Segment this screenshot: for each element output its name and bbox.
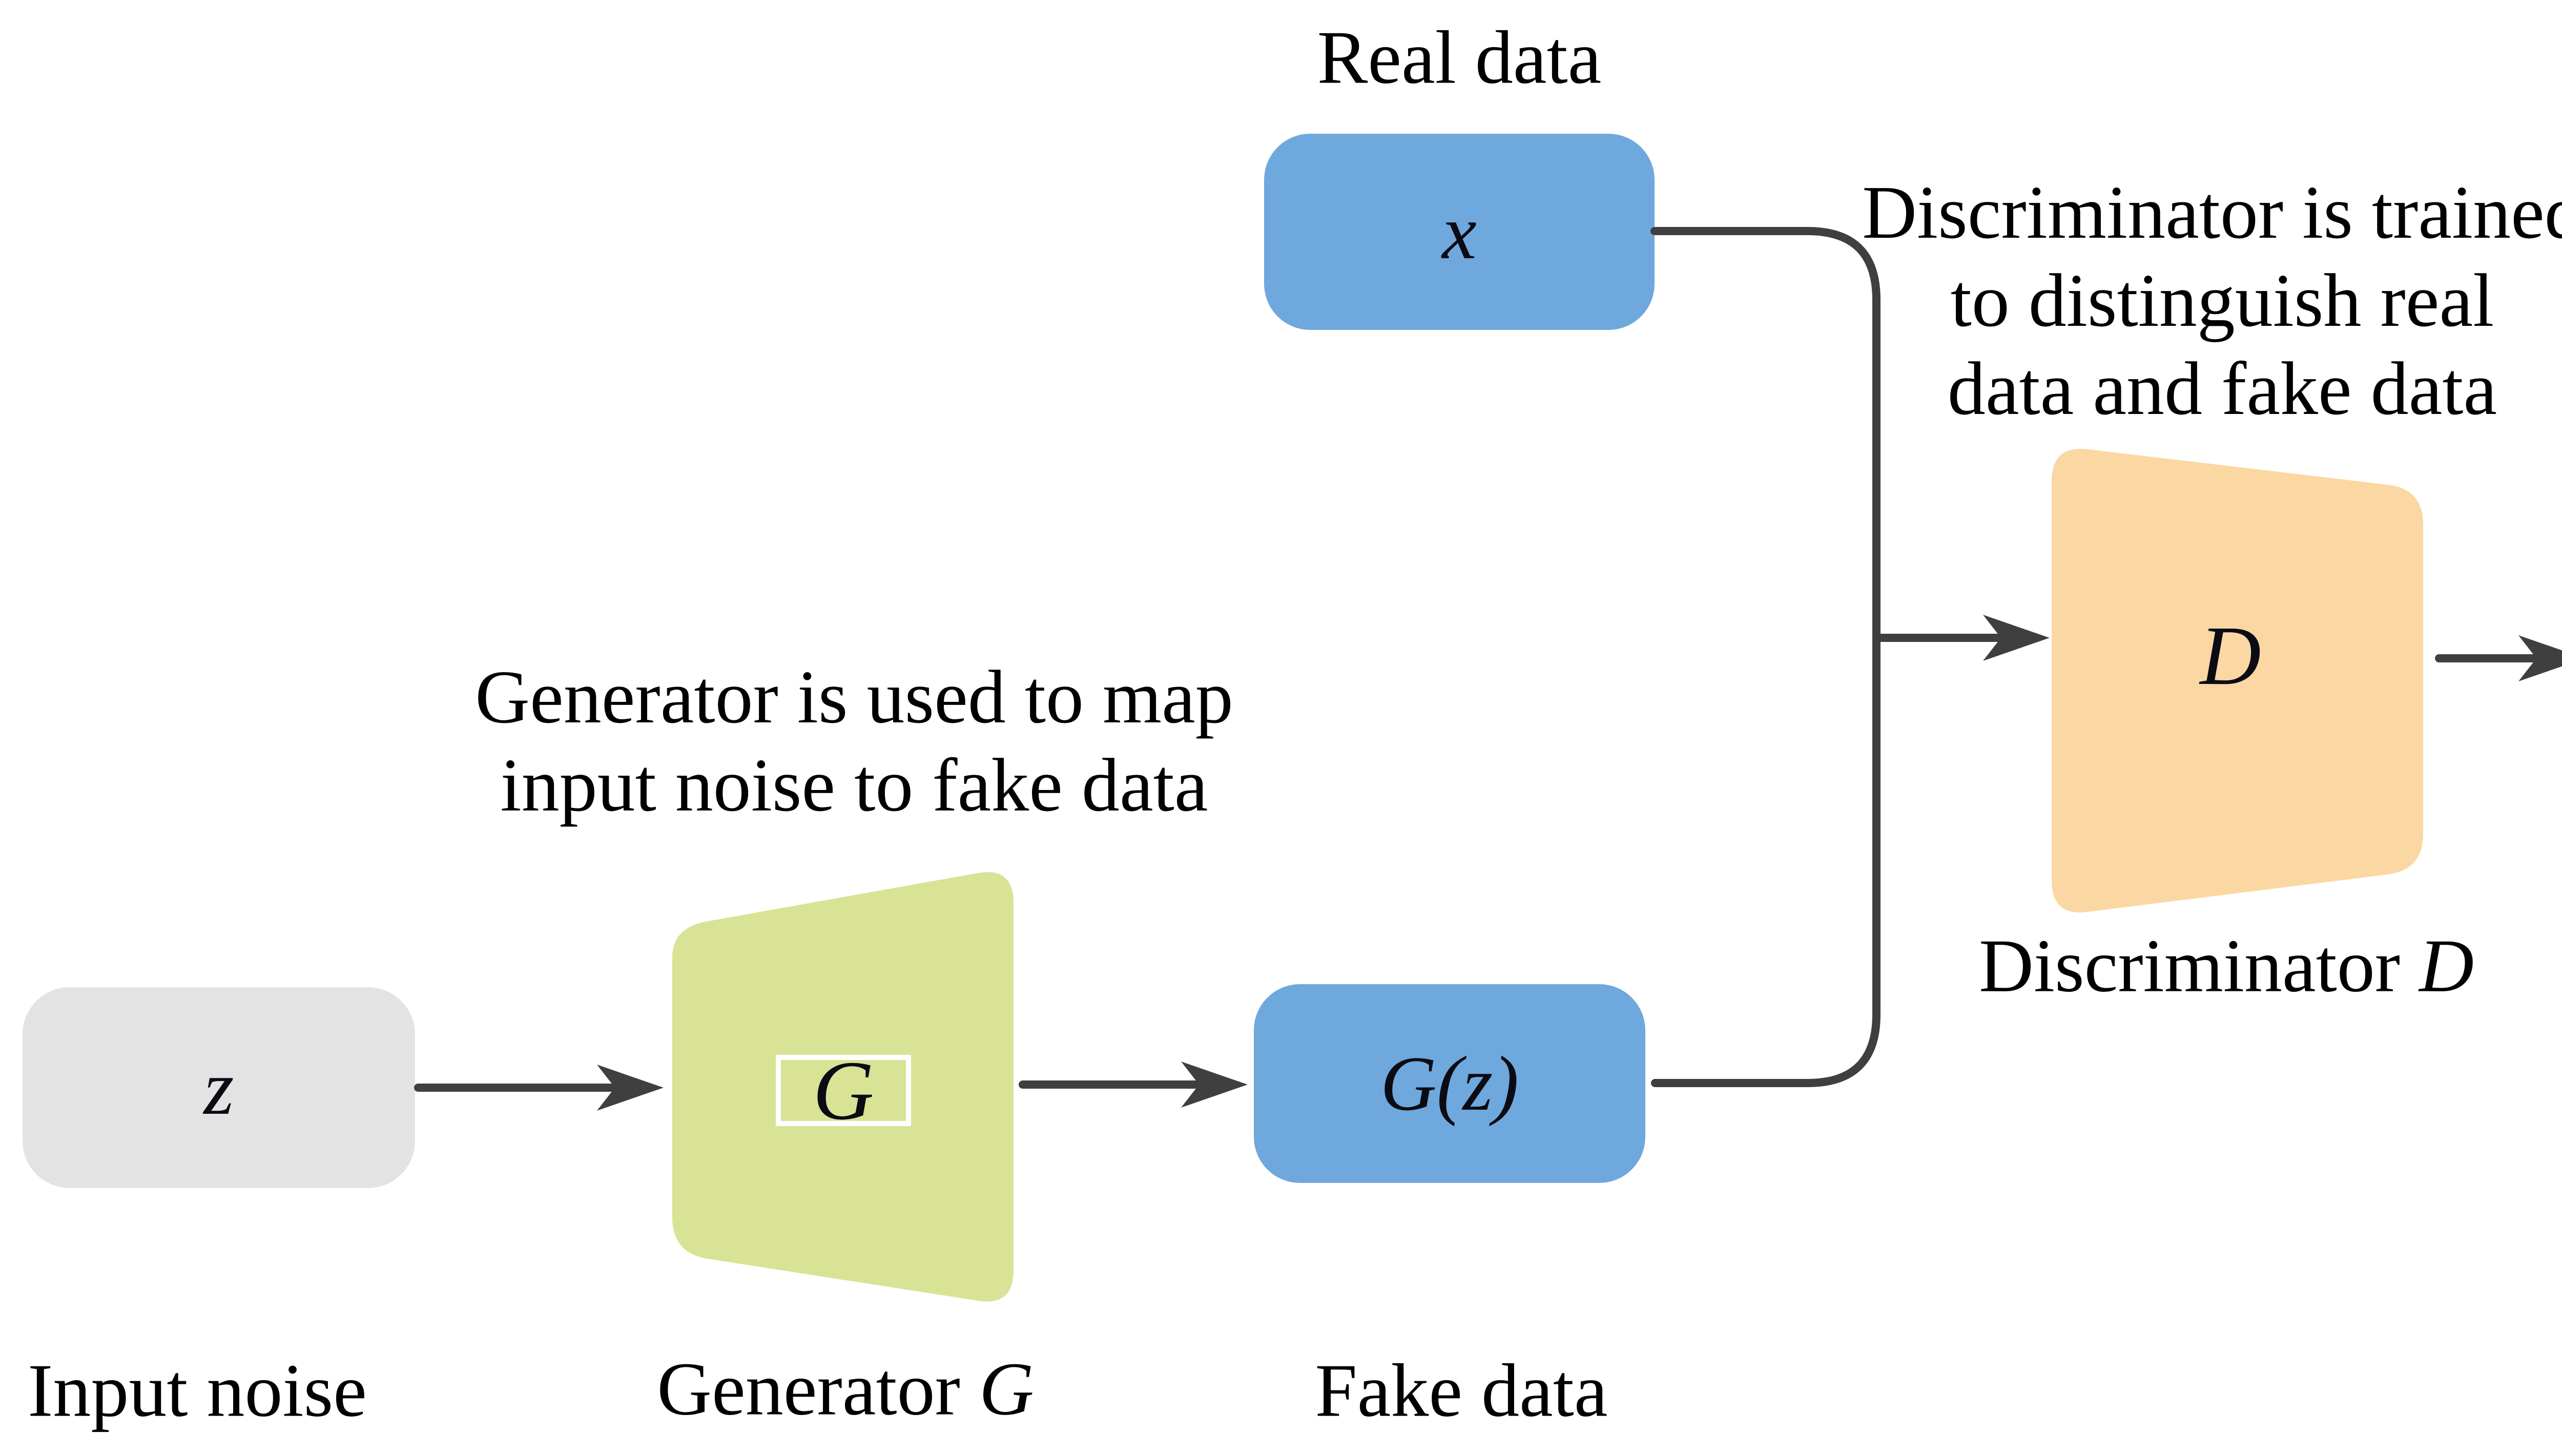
discriminator-note-line: data and fake data	[1947, 347, 2497, 431]
discriminator-trapezoid	[2052, 449, 2423, 913]
generator-note: Generator is used to map input noise to …	[475, 653, 1233, 829]
arrow-discriminator-to-output	[2435, 635, 2562, 681]
generator-caption-symbol: G	[979, 1347, 1034, 1431]
fake-data-label: Fake data	[1315, 1348, 1608, 1433]
arrow-merge-to-discriminator	[1872, 615, 2050, 661]
generator-caption-text: Generator	[657, 1347, 979, 1431]
discriminator-caption: Discriminator D	[1979, 924, 2474, 1008]
merge-connector-line	[1650, 227, 1881, 1087]
noise-symbol-box: z	[23, 987, 415, 1188]
real-data-label: Real data	[1317, 15, 1602, 100]
discriminator-caption-text: Discriminator	[1979, 924, 2420, 1008]
real-data-box	[1264, 134, 1655, 330]
generator-symbol-frame: G	[776, 1044, 911, 1137]
generator-caption: Generator G	[657, 1347, 1034, 1431]
discriminator-note-line: Discriminator is trained	[1862, 171, 2562, 255]
noise-symbol: z	[203, 1045, 234, 1131]
real-symbol-box: x	[1264, 134, 1655, 330]
generator-note-line: Generator is used to map	[475, 655, 1233, 739]
generator-trapezoid	[672, 872, 1014, 1302]
fake-data-box	[1254, 984, 1645, 1183]
fake-symbol: G(z)	[1380, 1041, 1519, 1127]
real-symbol: x	[1442, 189, 1477, 275]
generator-note-line: input noise to fake data	[500, 743, 1208, 827]
noise-box	[23, 987, 415, 1188]
fake-symbol-box: G(z)	[1254, 984, 1645, 1183]
arrow-generator-to-fake	[1019, 1062, 1248, 1108]
discriminator-note: Discriminator is trained to distinguish …	[1862, 169, 2562, 433]
input-noise-label: Input noise	[28, 1348, 367, 1433]
arrow-noise-to-generator	[414, 1065, 664, 1111]
discriminator-caption-symbol: D	[2419, 924, 2474, 1008]
discriminator-note-line: to distinguish real	[1950, 259, 2494, 343]
generator-symbol: G	[813, 1043, 874, 1137]
discriminator-symbol: D	[2200, 609, 2261, 702]
